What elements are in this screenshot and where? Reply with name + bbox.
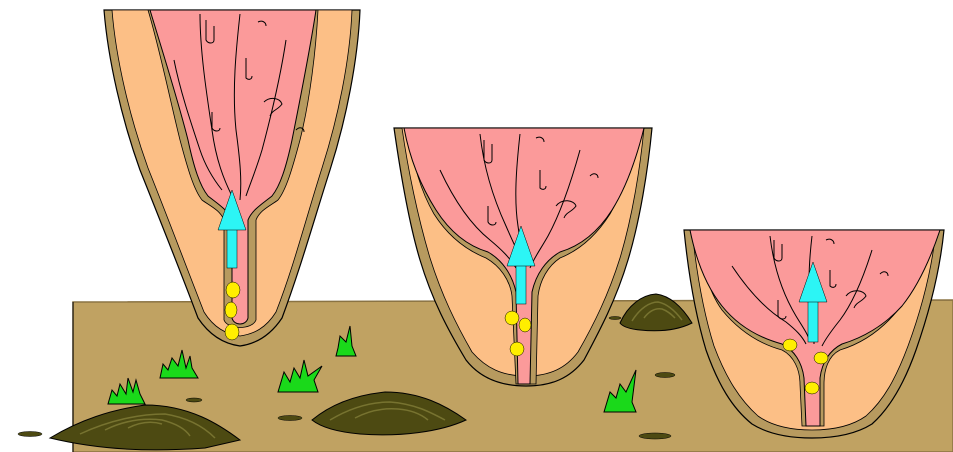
mound-small-right <box>620 294 692 331</box>
dot <box>783 339 797 351</box>
dot <box>505 311 519 325</box>
hoof-left <box>104 10 360 346</box>
dot <box>519 318 531 332</box>
dot <box>805 382 819 394</box>
dot <box>510 342 524 356</box>
dot <box>226 282 240 298</box>
dot <box>225 324 239 340</box>
dot <box>814 352 828 364</box>
dot <box>225 302 237 318</box>
